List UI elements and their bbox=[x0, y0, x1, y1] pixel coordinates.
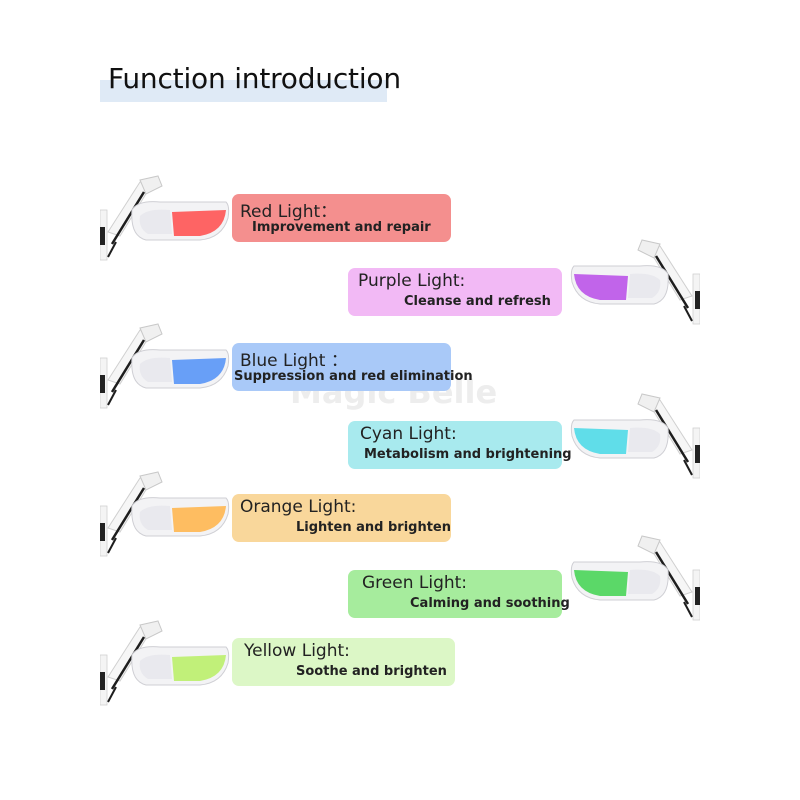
cyan-light-desc: Metabolism and brightening bbox=[364, 447, 572, 462]
red-light-lamp-image bbox=[100, 174, 230, 262]
purple-light-desc: Cleanse and refresh bbox=[404, 294, 551, 309]
blue-light-card: Blue Light ： Suppression and red elimina… bbox=[232, 343, 473, 391]
purple-light-lamp-image bbox=[570, 238, 700, 326]
blue-light-desc: Suppression and red elimination bbox=[234, 369, 473, 384]
cyan-light-lamp-image bbox=[570, 392, 700, 480]
red-light-desc: Improvement and repair bbox=[252, 220, 431, 235]
blue-light-lamp-image bbox=[100, 322, 230, 410]
yellow-light-lamp-image bbox=[100, 619, 230, 707]
orange-light-name: Orange Light: bbox=[240, 497, 357, 517]
page-title-area: Function introduction bbox=[100, 62, 401, 104]
green-light-lamp-image bbox=[570, 534, 700, 622]
orange-light-lamp-image bbox=[100, 470, 230, 558]
orange-light-desc: Lighten and brighten bbox=[296, 520, 451, 535]
yellow-light-card: Yellow Light: Soothe and brighten bbox=[232, 638, 455, 686]
red-light-card: Red Light： Improvement and repair bbox=[232, 194, 451, 242]
cyan-light-name: Cyan Light: bbox=[360, 424, 457, 444]
cyan-light-card: Cyan Light: Metabolism and brightening bbox=[348, 421, 572, 469]
title-underline bbox=[100, 80, 387, 102]
purple-light-name: Purple Light: bbox=[358, 271, 466, 291]
yellow-light-name: Yellow Light: bbox=[244, 641, 350, 661]
blue-light-name: Blue Light ： bbox=[240, 351, 348, 371]
red-light-name: Red Light： bbox=[240, 202, 338, 222]
yellow-light-desc: Soothe and brighten bbox=[296, 664, 447, 679]
page-title: Function introduction bbox=[108, 62, 401, 95]
green-light-name: Green Light: bbox=[362, 573, 468, 593]
green-light-desc: Calming and soothing bbox=[410, 596, 570, 611]
green-light-card: Green Light: Calming and soothing bbox=[348, 570, 570, 618]
orange-light-card: Orange Light: Lighten and brighten bbox=[232, 494, 451, 542]
purple-light-card: Purple Light: Cleanse and refresh bbox=[348, 268, 562, 316]
